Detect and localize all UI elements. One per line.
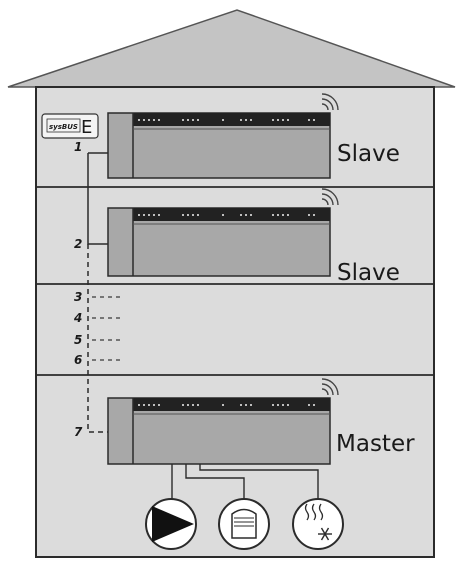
- bus-wire-dashed: [87, 244, 108, 433]
- led-dot: [282, 404, 284, 406]
- house-roof: [7, 9, 456, 88]
- unit-slave-1: Slave: [107, 93, 400, 179]
- led-dot: [222, 404, 224, 406]
- led-dot: [187, 404, 189, 406]
- sysbus-text: sysBUS: [49, 123, 78, 131]
- led-dot: [143, 119, 145, 121]
- led-dot: [187, 214, 189, 216]
- led-dot: [313, 214, 315, 216]
- led-dot: [272, 119, 274, 121]
- led-dot: [282, 214, 284, 216]
- led-dot: [187, 119, 189, 121]
- led-dot: [138, 214, 140, 216]
- bus-number: 6: [74, 353, 82, 367]
- heat-cool-icon: [292, 498, 344, 550]
- led-dot: [250, 119, 252, 121]
- bus-number: 2: [74, 237, 82, 251]
- led-dot: [153, 404, 155, 406]
- led-dot: [143, 404, 145, 406]
- led-dot: [245, 404, 247, 406]
- led-dot: [192, 404, 194, 406]
- led-dot: [287, 119, 289, 121]
- bus-stubs: [92, 296, 124, 361]
- bus-number: 4: [73, 311, 82, 325]
- pump-icon: [145, 498, 197, 550]
- led-dot: [313, 119, 315, 121]
- led-dot: [222, 214, 224, 216]
- led-dot: [308, 214, 310, 216]
- led-dot: [182, 404, 184, 406]
- led-dot: [240, 119, 242, 121]
- unit-role-label: Master: [336, 431, 415, 457]
- boiler-icon: [218, 498, 270, 550]
- led-dot: [277, 119, 279, 121]
- led-dot: [153, 214, 155, 216]
- sysbus-badge: sysBUS E: [41, 113, 99, 139]
- unit-master: Master: [107, 378, 415, 465]
- led-dot: [245, 119, 247, 121]
- led-dot: [308, 404, 310, 406]
- led-dot: [158, 404, 160, 406]
- led-dot: [272, 404, 274, 406]
- bus-number: 5: [74, 333, 82, 347]
- led-dot: [197, 214, 199, 216]
- unit-role-label: Slave: [337, 260, 400, 286]
- led-dot: [158, 214, 160, 216]
- led-dot: [148, 214, 150, 216]
- led-dot: [197, 404, 199, 406]
- led-dot: [308, 119, 310, 121]
- led-dot: [277, 214, 279, 216]
- led-dot: [313, 404, 315, 406]
- led-dot: [182, 119, 184, 121]
- led-dot: [287, 404, 289, 406]
- led-dot: [277, 404, 279, 406]
- led-dot: [245, 214, 247, 216]
- unit-slave-2: Slave: [107, 188, 400, 286]
- wireless-icon: [321, 93, 339, 111]
- led-dot: [250, 214, 252, 216]
- sysbus-suffix: E: [81, 117, 92, 138]
- led-dot: [148, 119, 150, 121]
- bus-number: 1: [74, 140, 82, 154]
- led-dot: [197, 119, 199, 121]
- led-indicators: [138, 119, 315, 121]
- led-dot: [143, 214, 145, 216]
- led-dot: [287, 214, 289, 216]
- wireless-icon: [321, 378, 339, 396]
- device-wires: [171, 464, 319, 500]
- wireless-icon: [321, 188, 339, 206]
- led-dot: [272, 214, 274, 216]
- led-dot: [250, 404, 252, 406]
- led-indicators: [138, 404, 315, 406]
- bus-number: 3: [74, 290, 82, 304]
- led-dot: [240, 404, 242, 406]
- led-dot: [240, 214, 242, 216]
- led-dot: [138, 119, 140, 121]
- led-dot: [158, 119, 160, 121]
- led-dot: [192, 119, 194, 121]
- led-dot: [182, 214, 184, 216]
- bus-number: 7: [74, 425, 83, 439]
- led-dot: [153, 119, 155, 121]
- led-dot: [222, 119, 224, 121]
- led-dot: [138, 404, 140, 406]
- led-dot: [192, 214, 194, 216]
- unit-role-label: Slave: [337, 141, 400, 167]
- led-dot: [282, 119, 284, 121]
- led-indicators: [138, 214, 315, 216]
- led-dot: [148, 404, 150, 406]
